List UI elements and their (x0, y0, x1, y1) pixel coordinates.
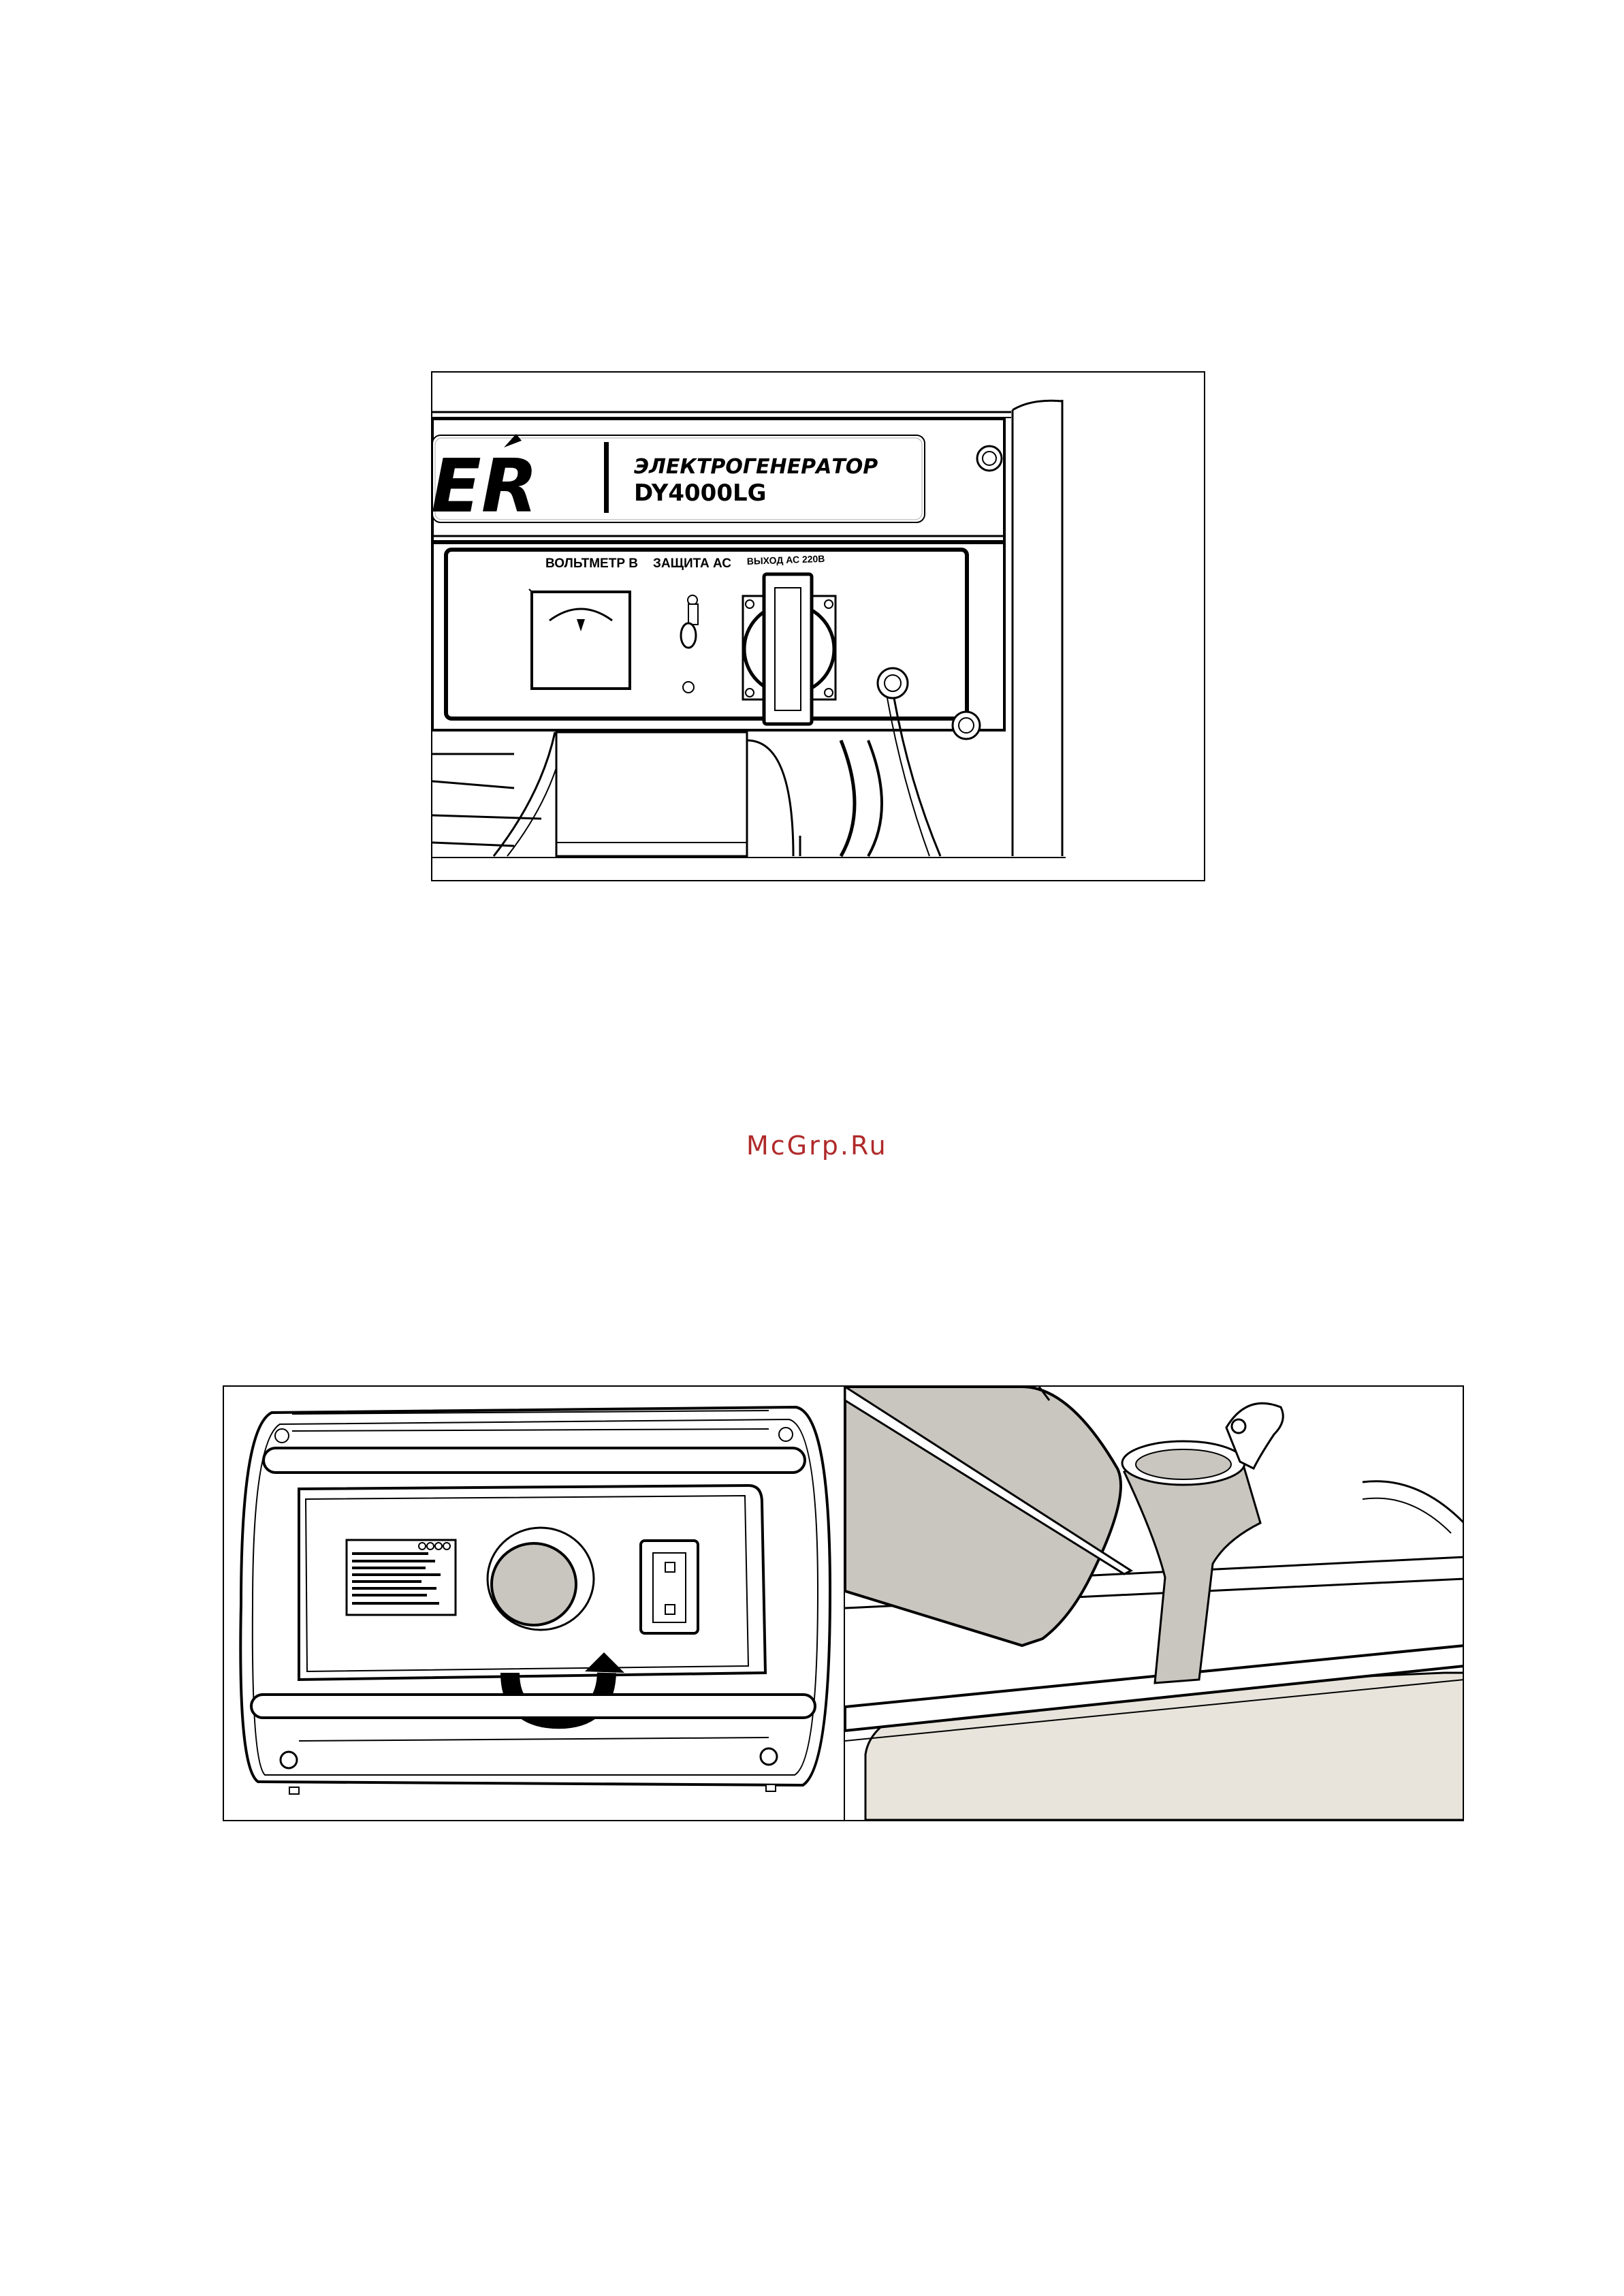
model-text: DY4000LG (634, 479, 767, 507)
protection-label: ЗАЩИТА АС (653, 556, 731, 571)
fuel-cap-view (224, 1387, 844, 1820)
funnel-illustration (1122, 1441, 1260, 1683)
figure-fuel-tank (223, 1385, 1464, 1821)
product-name-text: ЭЛЕКТРОГЕНЕРАТОР (634, 455, 878, 479)
fuel-cap[interactable] (488, 1528, 594, 1630)
fuel-gauge (641, 1541, 698, 1633)
figure-control-panel: ER ЭЛЕКТРОГЕНЕРАТОР DY4000LG ВОЛЬТМЕТР В… (431, 371, 1205, 881)
brand-logo-partial: ER (432, 444, 538, 529)
voltmeter-gauge (529, 589, 630, 689)
voltmeter-label: ВОЛЬТМЕТР В (545, 556, 638, 571)
watermark-text: McGrp.Ru (746, 1131, 882, 1165)
control-panel-illustration: ER ЭЛЕКТРОГЕНЕРАТОР DY4000LG ВОЛЬТМЕТР В… (432, 373, 1204, 880)
fuel-pouring-view (844, 1387, 1464, 1820)
